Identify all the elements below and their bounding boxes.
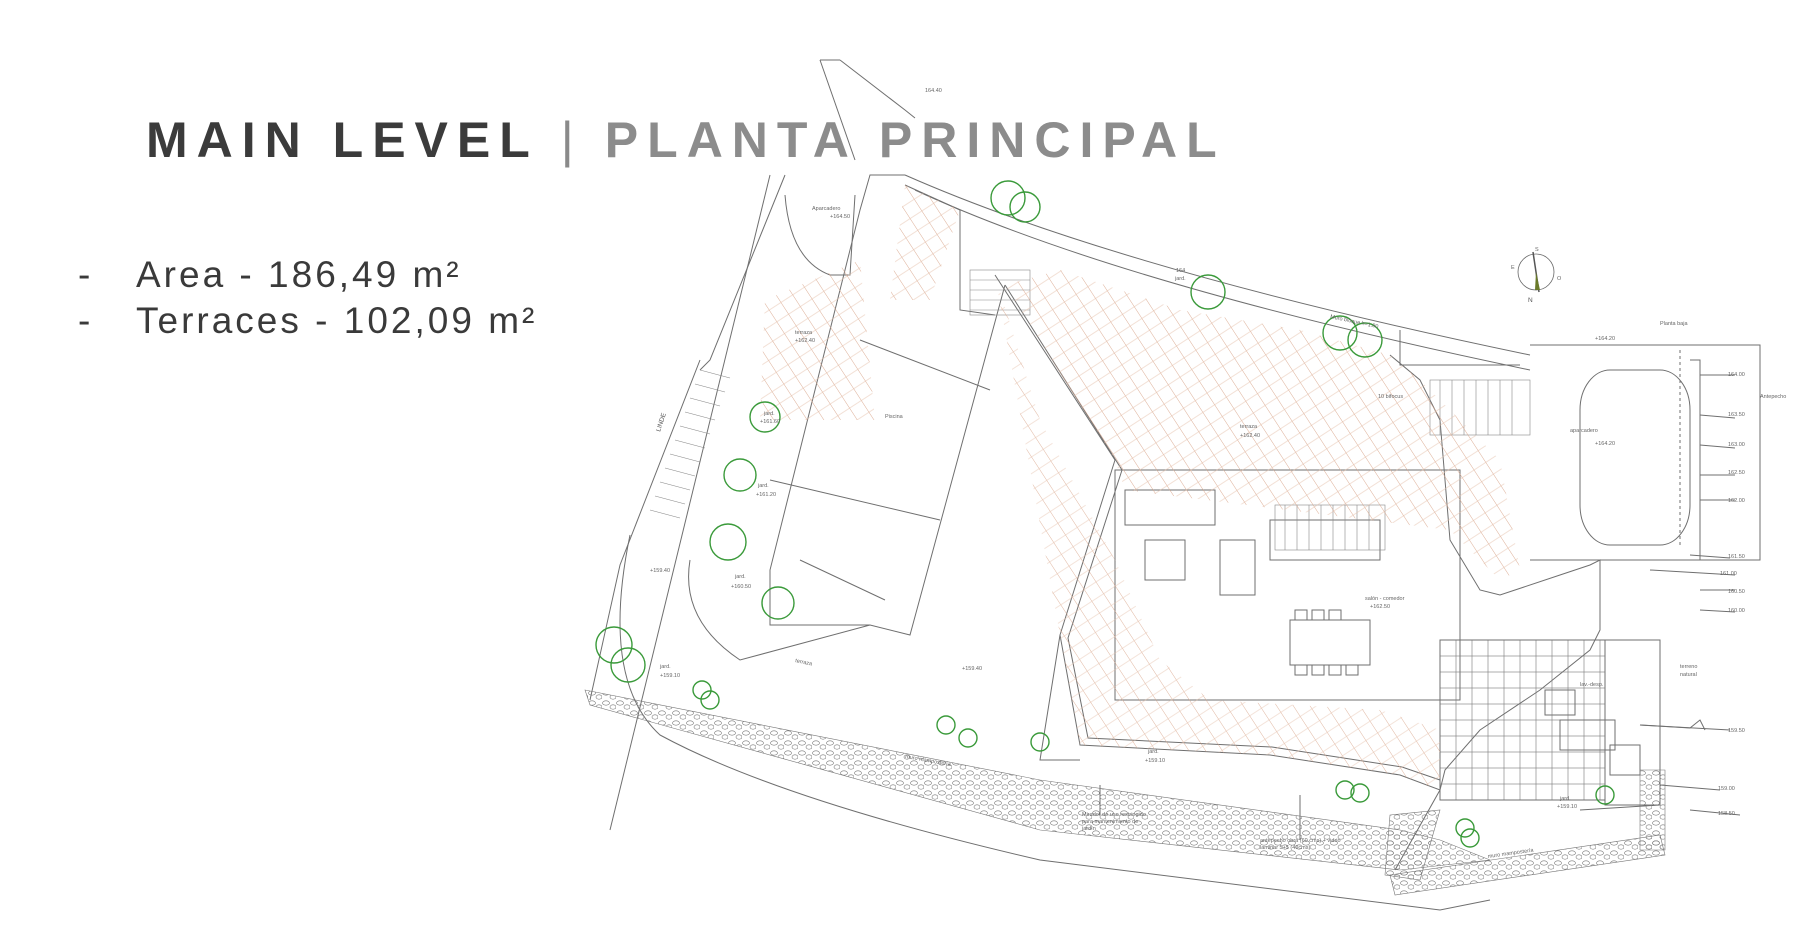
tree-icon xyxy=(700,690,720,710)
spec-bullet: - xyxy=(78,300,94,341)
stone-walls xyxy=(584,689,1666,896)
compass-o: O xyxy=(1557,276,1562,282)
stairs-left xyxy=(649,369,731,519)
label-r159: 159.00 xyxy=(1718,786,1735,792)
label-aparcadero-right: aparcadero xyxy=(1570,428,1598,434)
label-r163-50: 163.50 xyxy=(1728,412,1745,418)
label-sotano: 10 bifocus xyxy=(1378,394,1403,400)
label-aparcadero-top: Aparcadero xyxy=(812,206,840,212)
label-aparcadero-right-level: +164.20 xyxy=(1595,441,1615,447)
label-terraza-2: terraza xyxy=(1240,424,1258,430)
label-jard-4: jard. xyxy=(659,664,671,670)
label-terraza-1: terraza xyxy=(795,330,813,336)
tree-icon xyxy=(958,728,978,748)
label-salon: salón - comedor xyxy=(1365,596,1405,602)
label-lav: lav.-desp. xyxy=(1580,682,1604,688)
label-r161-50: 161.50 xyxy=(1728,554,1745,560)
label-planta-baja: Planta baja xyxy=(1660,321,1688,327)
compass-icon: S E O N xyxy=(1511,247,1562,304)
label-antepecho-right: Antepecho xyxy=(1760,394,1786,400)
label-jard-4-level: +159.10 xyxy=(660,673,680,679)
tree-icon xyxy=(1190,274,1226,310)
tree-icon xyxy=(1347,322,1383,358)
tree-icon xyxy=(761,586,795,620)
label-r163: 163.00 xyxy=(1728,442,1745,448)
spec-terraces-text: Terraces - 102,09 m² xyxy=(136,300,538,341)
label-jard-3-level: +160.50 xyxy=(731,584,751,590)
tree-icon xyxy=(1595,785,1615,805)
label-jard-top-num: 164 xyxy=(1176,268,1185,274)
title-spanish: PLANTA PRINCIPAL xyxy=(604,112,1226,168)
note-antepecho-text: antepecho obra (60 cms) + vidrio laminar… xyxy=(1260,838,1341,851)
trees xyxy=(595,180,1615,848)
spec-area-text: Area - 186,49 m² xyxy=(136,254,462,295)
label-terreno: terreno xyxy=(1680,664,1697,670)
label-jard-1: jard. xyxy=(763,411,775,417)
note-mirador-text: Mirador de uso restringido para mantenim… xyxy=(1082,812,1146,832)
label-jard-1-level: +161.60 xyxy=(760,419,780,425)
label-jard-2-level: +161.20 xyxy=(756,492,776,498)
title-english: MAIN LEVEL xyxy=(146,112,539,168)
tree-icon xyxy=(1322,315,1358,351)
tree-icon xyxy=(709,523,747,561)
tree-icon xyxy=(1460,828,1480,848)
label-r161: 161.00 xyxy=(1720,571,1737,577)
tree-icon xyxy=(749,401,781,433)
dining-chairs xyxy=(1294,609,1359,676)
label-r160-50: 160.50 xyxy=(1728,589,1745,595)
plan-linework xyxy=(589,59,1761,911)
label-jard-right: jard. xyxy=(1559,796,1571,802)
label-jard-2: jard. xyxy=(757,483,769,489)
tree-icon xyxy=(692,680,712,700)
title-separator: | xyxy=(560,112,583,168)
label-jard-top: jard. xyxy=(1174,276,1186,282)
label-r162-50: 162.50 xyxy=(1728,470,1745,476)
compass-s: S xyxy=(1535,247,1539,253)
spec-area: - Area - 186,49 m² xyxy=(78,252,537,298)
spec-bullet: - xyxy=(78,254,94,295)
tree-icon xyxy=(610,647,646,683)
label-r159-50: 159.50 xyxy=(1728,728,1745,734)
tree-icon xyxy=(1455,818,1475,838)
tree-icon xyxy=(723,458,757,492)
label-159-40-a: +159.40 xyxy=(650,568,670,574)
compass-e: E xyxy=(1511,265,1515,271)
tree-icon xyxy=(1030,732,1050,752)
label-jard-bottom-level: +159.10 xyxy=(1145,758,1165,764)
note-mirador: Mirador de uso restringido para mantenim… xyxy=(1082,812,1146,832)
tree-icon xyxy=(1350,783,1370,803)
label-159-40-b: +159.40 xyxy=(962,666,982,672)
label-piscina: Piscina xyxy=(885,414,904,420)
label-aparcadero-top-level: +164.50 xyxy=(830,214,850,220)
label-jard-bottom: jard. xyxy=(1147,749,1159,755)
label-salon-level: +162.50 xyxy=(1370,604,1390,610)
label-terraza-2-level: +162.40 xyxy=(1240,433,1260,439)
label-natural: natural xyxy=(1680,672,1697,678)
tree-icon xyxy=(990,180,1026,216)
label-r158-50: 158.50 xyxy=(1718,811,1735,817)
note-antepecho: antepecho obra (60 cms) + vidrio laminar… xyxy=(1260,838,1341,851)
tree-icon xyxy=(1335,780,1355,800)
label-jard-3: jard. xyxy=(734,574,746,580)
label-jard-right-level: +159.10 xyxy=(1557,804,1577,810)
label-terraza-1-level: +162.40 xyxy=(795,338,815,344)
label-terraza-bottom: terraza xyxy=(795,658,814,668)
label-r160: 160.00 xyxy=(1728,608,1745,614)
terrace-hatching xyxy=(760,185,1520,790)
label-linde: LINDE xyxy=(655,412,668,433)
tree-icon xyxy=(936,715,956,735)
spec-terraces: - Terraces - 102,09 m² xyxy=(78,298,537,344)
compass-n: N xyxy=(1528,297,1533,304)
label-r162: 162.00 xyxy=(1728,498,1745,504)
page-title: MAIN LEVEL | PLANTA PRINCIPAL xyxy=(146,115,1226,165)
label-top-level: 164.40 xyxy=(925,88,942,94)
label-164-20: +164.20 xyxy=(1595,336,1615,342)
label-r164: 164.00 xyxy=(1728,372,1745,378)
specs-list: - Area - 186,49 m² - Terraces - 102,09 m² xyxy=(78,252,537,344)
tree-icon xyxy=(1009,191,1041,223)
tree-icon xyxy=(595,626,633,664)
